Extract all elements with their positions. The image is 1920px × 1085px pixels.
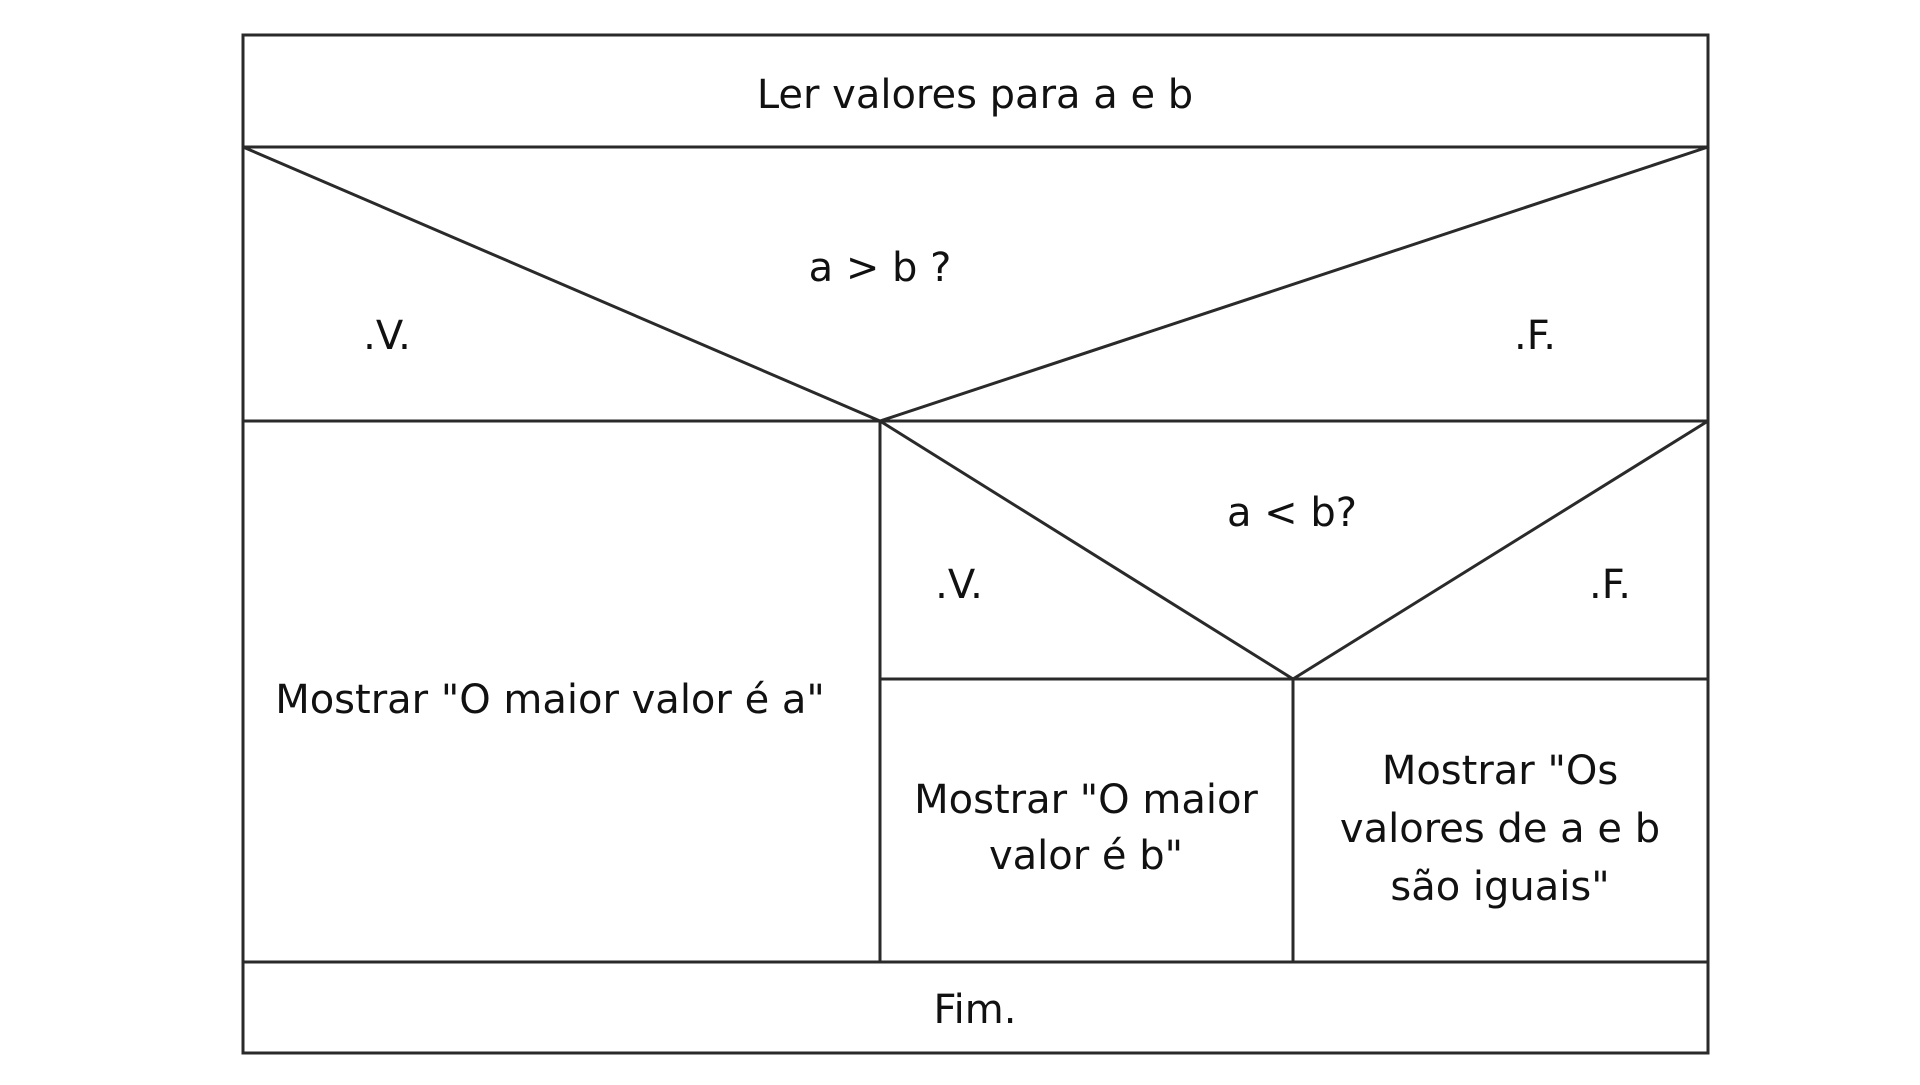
- decision1-true-flag: .V.: [363, 313, 411, 359]
- diagram-lines: [241, 33, 1710, 1055]
- show-b-label-line2: valor é b": [989, 833, 1183, 879]
- show-equal-label-line3: são iguais": [1390, 864, 1609, 910]
- outer-frame: [241, 33, 1710, 1055]
- decision2-right-diagonal: [1292, 419, 1709, 681]
- decision1-left-diagonal: [242, 145, 881, 423]
- show-b-label-line1: Mostrar "O maior: [914, 777, 1258, 823]
- end-label: Fim.: [934, 987, 1017, 1033]
- decision1-false-flag: .F.: [1514, 313, 1556, 359]
- show-equal-label-line2: valores de a e b: [1340, 806, 1660, 852]
- decision1-condition: a > b ?: [809, 245, 952, 291]
- decision2-true-flag: .V.: [935, 562, 983, 608]
- decision2-false-flag: .F.: [1589, 562, 1631, 608]
- read-values-label: Ler valores para a e b: [757, 72, 1193, 118]
- show-equal-label-line1: Mostrar "Os: [1382, 748, 1618, 794]
- decision2-left-diagonal: [879, 419, 1294, 681]
- decision1-right-diagonal: [879, 145, 1709, 423]
- decision2-condition: a < b?: [1227, 490, 1357, 536]
- show-a-label: Mostrar "O maior valor é a": [275, 677, 825, 723]
